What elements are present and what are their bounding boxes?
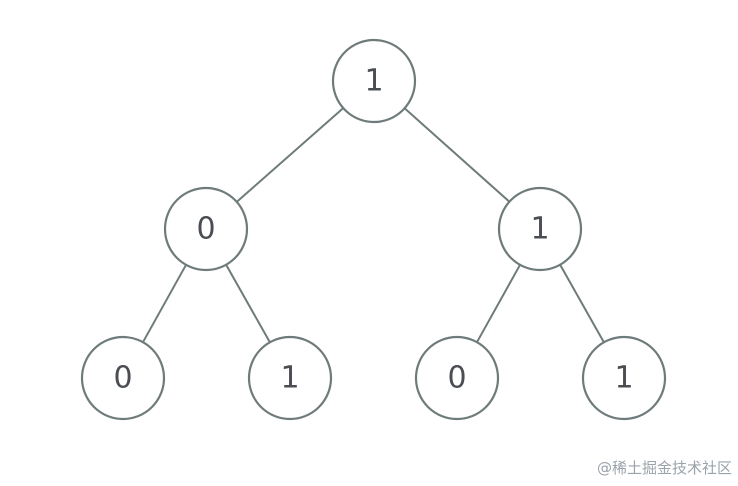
tree-node-n5: 1 xyxy=(247,335,333,421)
tree-node-n6: 0 xyxy=(414,335,500,421)
edge-n3-n7 xyxy=(559,264,605,343)
tree-nodes: 1 0 1 0 1 0 1 xyxy=(80,38,667,421)
edge-n2-n4 xyxy=(142,264,187,343)
node-label: 1 xyxy=(280,361,299,396)
edge-n1-n2 xyxy=(236,107,344,203)
node-circle xyxy=(581,335,667,421)
tree-node-n7: 1 xyxy=(581,335,667,421)
tree-node-n4: 0 xyxy=(80,335,166,421)
node-circle xyxy=(497,186,583,272)
edge-n3-n6 xyxy=(476,264,521,343)
watermark: @稀土掘金技术社区 xyxy=(596,459,732,477)
node-label: 1 xyxy=(614,361,633,396)
node-circle xyxy=(80,335,166,421)
node-circle xyxy=(163,186,249,272)
node-label: 1 xyxy=(530,212,549,247)
node-label: 0 xyxy=(447,361,466,396)
tree-node-n2: 0 xyxy=(163,186,249,272)
node-label: 1 xyxy=(364,64,383,99)
tree-edges xyxy=(142,107,605,343)
node-circle xyxy=(331,38,417,124)
edge-n2-n5 xyxy=(225,264,271,343)
tree-node-n3: 1 xyxy=(497,186,583,272)
tree-node-n1: 1 xyxy=(331,38,417,124)
node-circle xyxy=(247,335,333,421)
node-label: 0 xyxy=(196,212,215,247)
node-circle xyxy=(414,335,500,421)
node-label: 0 xyxy=(113,361,132,396)
edge-n1-n3 xyxy=(403,107,511,203)
